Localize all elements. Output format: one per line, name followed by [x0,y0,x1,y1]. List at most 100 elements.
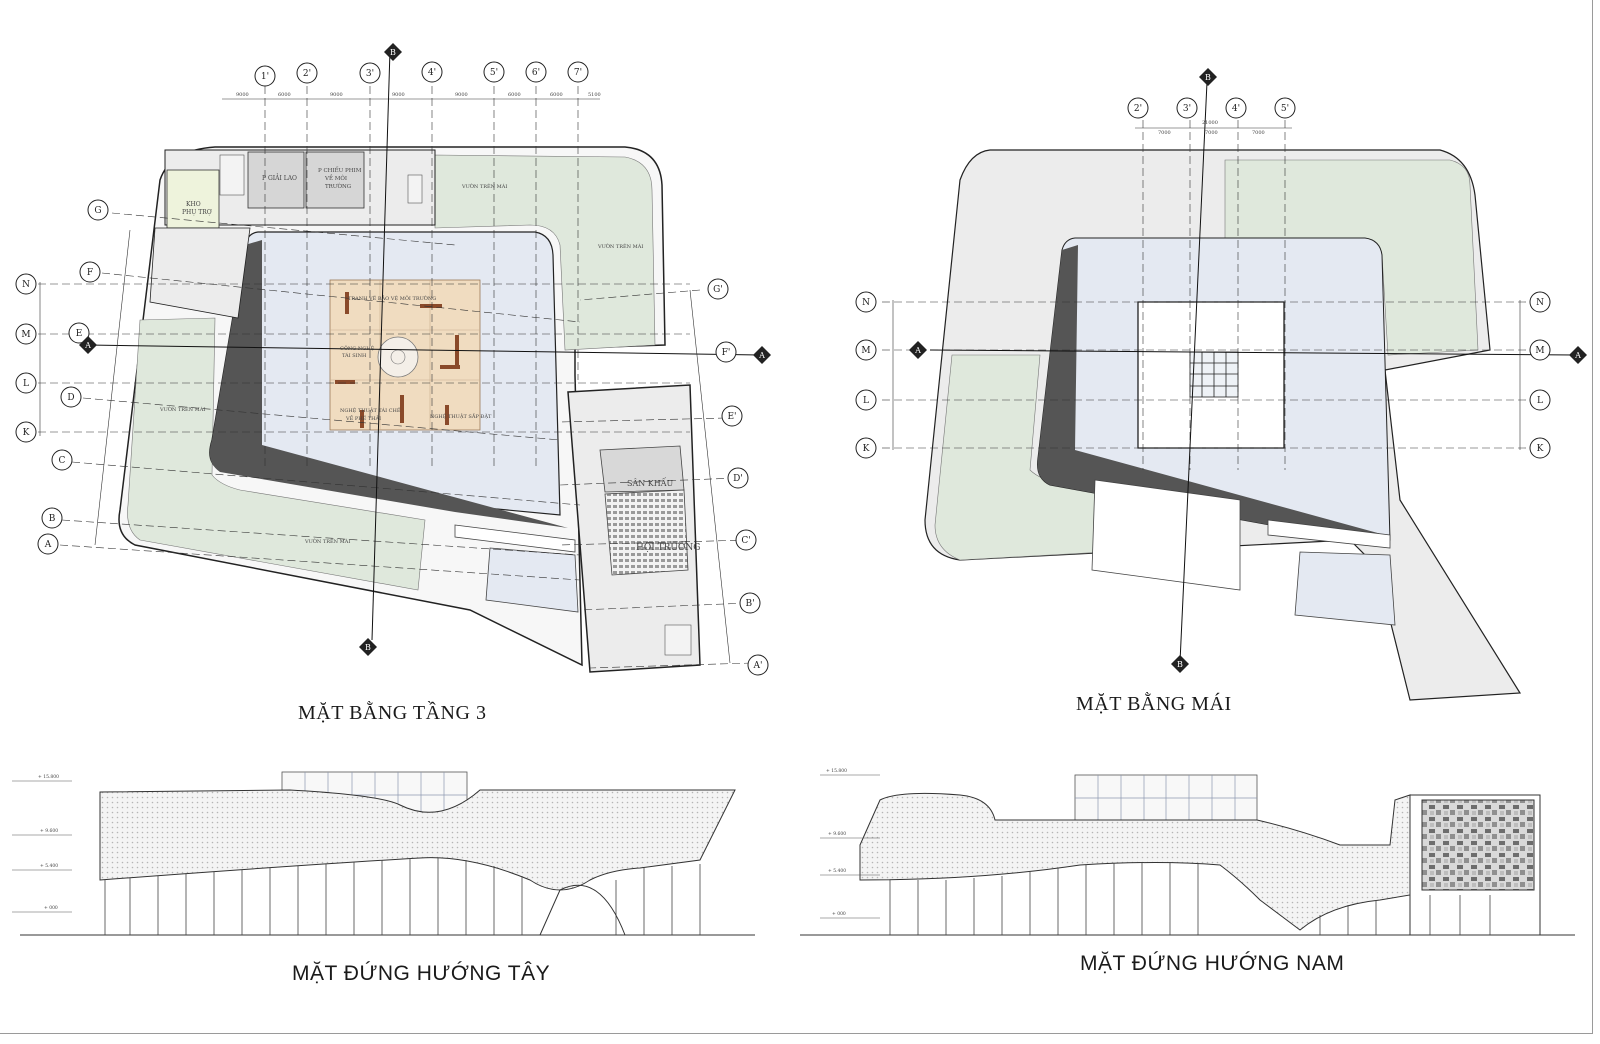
grid-bubble-bp: B' [739,592,761,614]
dim-roof-2: 7000 [1158,130,1171,136]
skylight-grid [1189,351,1239,398]
room-label-vuon-2: VƯỜN TRÊN MÁI [597,242,643,250]
title-roof-plan: MẶT BẰNG MÁI [1076,693,1232,715]
spiral-stair [377,336,419,378]
svg-text:N: N [862,298,870,308]
grid-bubble-l: L [15,372,37,394]
roof-grid-bubble-k-right: K [1529,437,1551,459]
svg-text:L: L [23,379,29,389]
room-kho [166,169,220,229]
grid-bubble-2p: 2' [296,62,318,84]
grid-bubble-6p: 6' [525,61,547,83]
svg-text:A': A' [753,661,763,671]
grid-bubble-1p: 1' [254,65,276,87]
svg-text:G: G [94,206,101,216]
grid-bubble-ep: E' [721,405,743,427]
dimension-labels: 9000 6000 9000 9000 9000 6000 6000 5100 … [236,92,1265,136]
stair-core [219,154,245,196]
svg-text:A: A [44,540,52,550]
roof-garden-sw [127,317,426,591]
room-label-congnghe-1: CÔNG NGHỆ [340,344,375,352]
room-label-tranh: TRANH VẼ BẢO VỆ MÔI TRƯỜNG [348,294,436,302]
svg-text:2': 2' [303,69,311,79]
west-mullions [104,858,701,935]
svg-text:A: A [84,341,91,350]
roof-grid-bubble-n-left: N [855,291,877,313]
svg-text:B: B [365,643,371,652]
svg-text:3': 3' [366,69,374,79]
grid-bubble-5p: 5' [483,61,505,83]
svg-text:E': E' [727,412,736,422]
title-floor-3-plan: MẶT BẰNG TẦNG 3 [298,702,487,724]
atrium-shadow [209,240,569,528]
room-label-vuon-3: VƯỜN TRÊN MÁI [159,405,205,413]
svg-text:L: L [863,396,869,406]
roof-grid-bubble-l-left: L [855,389,877,411]
dim-top-1: 9000 [236,92,249,98]
room-label-hoitruong: HỘI TRƯỜNG [636,541,700,553]
grid-bubble-fp: F' [715,341,737,363]
plan-dimensions [39,98,731,664]
room-label-sankhau: SÂN KHẤU [627,478,674,488]
grid-bubble-k: K [15,421,37,443]
svg-text:F': F' [722,348,731,358]
west-facade-skin [99,789,736,891]
auditorium-seats [604,489,689,576]
svg-text:A: A [1574,351,1581,360]
svg-text:D': D' [733,474,743,484]
roof-section-marker-a-left: A [909,341,927,359]
south-level-marks [820,774,880,919]
grid-bubble-c: C [51,449,73,471]
svg-text:N: N [1536,298,1544,308]
dim-top-2: 6000 [278,92,291,98]
roof-grid-bubble-m-right: M [1529,339,1551,361]
west-level-3: + 5.400 [40,863,58,869]
grid-bubble-g: G [87,199,109,221]
room-label-chieuphim-3: TRƯỜNG [325,182,351,190]
roof-section-marker-b-top: B [1199,68,1217,86]
room-label-chieuphim-1: P CHIẾU PHIM [318,166,362,174]
wing-stair [664,624,692,656]
south-level-3: + 5.400 [828,868,846,874]
svg-text:2': 2' [1134,104,1142,114]
roof-plan [882,81,1576,701]
south-facade-skin [859,792,1411,931]
room-label-congnghe-2: TÁI SINH [342,352,367,359]
west-level-2: + 9.600 [40,828,58,834]
dim-top-7: 6000 [550,92,563,98]
dim-roof-4: 7000 [1252,130,1265,136]
roof-section-marker-b-bottom: B [1171,655,1189,673]
plan-labels: KHO PHỤ TRỢ P GIẢI LAO P CHIẾU PHIM VỀ M… [159,166,700,553]
svg-text:A: A [914,346,921,355]
plan-gridlines [38,86,753,669]
south-level-2: + 9.600 [828,831,846,837]
level-labels: + 15.800 + 9.600 + 5.400 + 000 + 15.800 … [38,768,847,917]
svg-text:B: B [49,514,56,524]
grid-bubble-e: E [68,322,90,344]
section-marker-b-bottom: B [359,638,377,656]
floor-3-plan [38,49,761,673]
roof-shadow [1037,245,1385,535]
grid-bubble-d: D [60,386,82,408]
room-label-vuon-4: VƯỜN TRÊN MÁI [304,537,350,545]
svg-text:G': G' [713,285,723,295]
lift-core [407,174,423,204]
room-chieuphim [305,151,365,209]
svg-text:K: K [23,428,30,438]
svg-text:C': C' [741,536,750,546]
dim-top-6: 6000 [508,92,521,98]
svg-text:5': 5' [490,68,498,78]
roof-grid-bubble-5p: 5' [1274,97,1296,119]
room-label-phutro: PHỤ TRỢ [182,209,212,216]
dim-top-5: 9000 [455,92,468,98]
south-elevation [800,774,1575,936]
grid-bubble-n: N [15,273,37,295]
west-level-1: + 15.800 [38,774,59,780]
svg-text:E: E [76,329,83,339]
west-elevation [12,771,755,936]
grid-bubble-f: F [79,261,101,283]
svg-text:M: M [861,346,870,356]
